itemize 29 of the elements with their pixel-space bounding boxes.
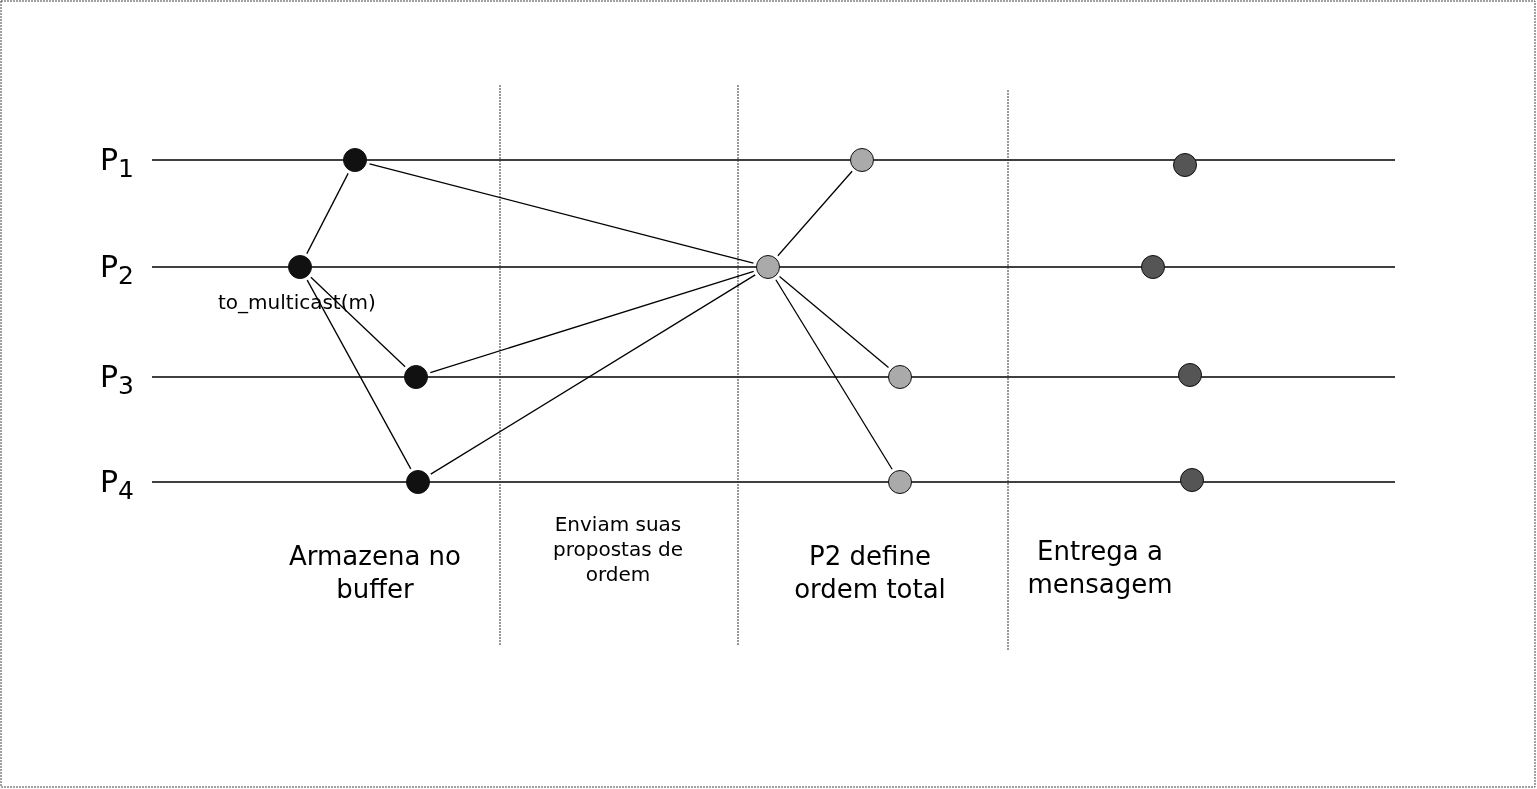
message-line bbox=[430, 274, 756, 475]
message-line bbox=[777, 170, 853, 257]
process-label: P$_{3}$ bbox=[100, 359, 134, 400]
event-dot bbox=[756, 255, 780, 279]
message-line bbox=[368, 163, 755, 264]
event-dot bbox=[288, 255, 312, 279]
phase-caption: Entrega a mensagem bbox=[1026, 535, 1174, 600]
process-label: P$_{4}$ bbox=[100, 464, 134, 505]
event-dot bbox=[888, 470, 912, 494]
event-dot bbox=[404, 365, 428, 389]
message-line bbox=[429, 270, 755, 374]
phase-caption: Enviam suas propostas de ordem bbox=[552, 512, 684, 587]
process-label: P$_{2}$ bbox=[100, 249, 134, 290]
phase-caption: Armazena no buffer bbox=[288, 540, 462, 605]
event-dot bbox=[343, 148, 367, 172]
message-line bbox=[306, 172, 349, 255]
event-dot bbox=[888, 365, 912, 389]
event-dot bbox=[1173, 153, 1197, 177]
event-dot bbox=[850, 148, 874, 172]
event-dot bbox=[1141, 255, 1165, 279]
event-dot bbox=[406, 470, 430, 494]
event-dot bbox=[1180, 468, 1204, 492]
message-line bbox=[310, 276, 406, 368]
phase-caption: P2 define ordem total bbox=[793, 540, 947, 605]
message-line bbox=[775, 279, 893, 470]
event-dot bbox=[1178, 363, 1202, 387]
process-label: P$_{1}$ bbox=[100, 142, 134, 183]
message-line bbox=[306, 279, 412, 470]
message-line bbox=[778, 275, 890, 369]
